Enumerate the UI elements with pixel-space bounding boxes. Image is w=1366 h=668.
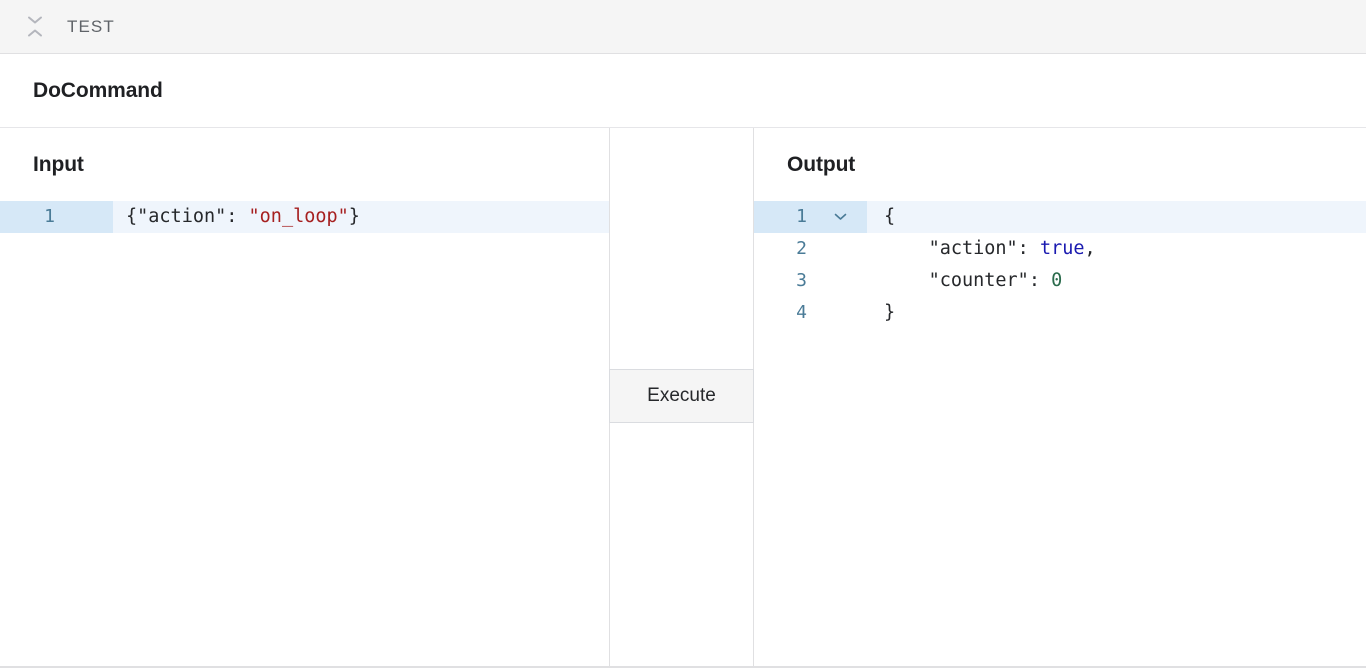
token-punct: } xyxy=(348,206,360,227)
code-text: "counter": 0 xyxy=(867,265,1366,297)
actions-pane: Execute xyxy=(609,128,754,666)
line-number: 4 xyxy=(796,302,807,323)
token-key: "action" xyxy=(928,238,1018,259)
test-panel-topbar: TEST xyxy=(0,0,1366,54)
command-title: DoCommand xyxy=(33,78,163,102)
line-number: 3 xyxy=(796,270,807,291)
collapse-chevrons-icon[interactable] xyxy=(24,16,46,38)
token-punct: : xyxy=(1017,238,1040,259)
token-punct xyxy=(884,265,929,297)
code-line[interactable]: 3 "counter": 0 xyxy=(754,265,1366,297)
token-punct: { xyxy=(126,206,138,227)
input-label: Input xyxy=(33,153,84,176)
token-num: 0 xyxy=(1051,270,1063,291)
code-text: "action": true, xyxy=(867,233,1366,265)
code-line[interactable]: 4} xyxy=(754,297,1366,329)
line-number: 1 xyxy=(754,201,867,233)
execute-button[interactable]: Execute xyxy=(609,369,754,423)
token-punct: } xyxy=(884,302,896,323)
output-label: Output xyxy=(787,153,856,176)
output-pane: Output 1{2 "action": true,3 "counter": 0… xyxy=(754,128,1366,666)
code-text: {"action": "on_loop"} xyxy=(113,201,609,233)
token-key: "counter" xyxy=(928,270,1029,291)
panel-title: TEST xyxy=(67,16,115,36)
token-key: "action" xyxy=(137,206,227,227)
line-number: 1 xyxy=(0,201,113,233)
code-text: } xyxy=(867,297,1366,329)
token-bool: true xyxy=(1039,238,1085,259)
input-code-editor[interactable]: 1{"action": "on_loop"} xyxy=(0,201,609,233)
line-number: 2 xyxy=(796,238,807,259)
code-text: { xyxy=(867,201,1366,233)
token-punct: : xyxy=(226,206,249,227)
token-punct: , xyxy=(1084,238,1096,259)
command-body: Input 1{"action": "on_loop"} Execute Out… xyxy=(0,128,1366,667)
code-line[interactable]: 1{"action": "on_loop"} xyxy=(0,201,609,233)
input-pane: Input 1{"action": "on_loop"} xyxy=(0,128,609,666)
token-string: "on_loop" xyxy=(248,206,349,227)
token-punct xyxy=(884,233,929,265)
token-punct: { xyxy=(884,206,896,227)
token-punct: : xyxy=(1028,270,1052,291)
chevron-down-icon[interactable] xyxy=(831,201,849,233)
code-line[interactable]: 1{ xyxy=(754,201,1366,233)
code-line[interactable]: 2 "action": true, xyxy=(754,233,1366,265)
command-header: DoCommand xyxy=(0,54,1366,128)
